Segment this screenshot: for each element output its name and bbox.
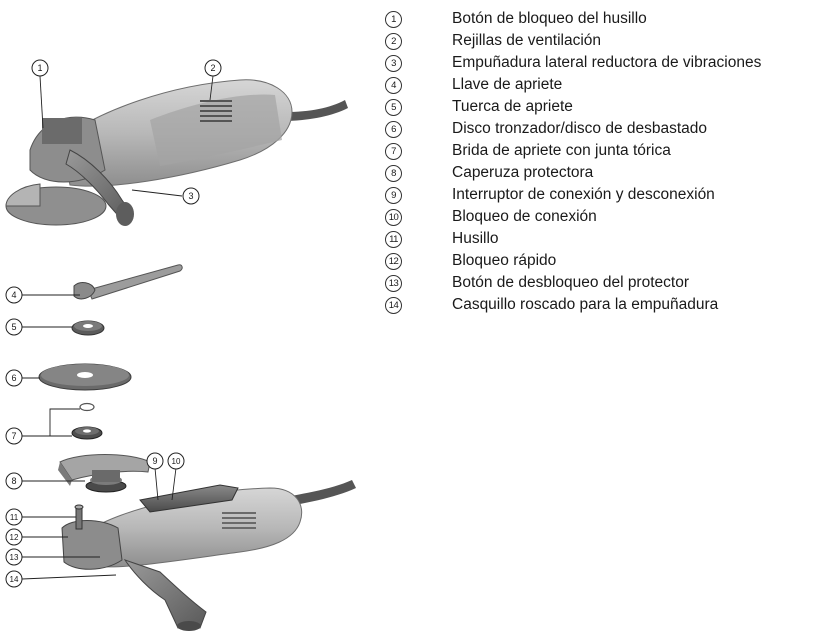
svg-text:14: 14 [10,575,19,584]
legend-label: Botón de desbloqueo del protector [452,274,689,291]
legend-number: 13 [385,275,402,292]
legend-label: Tuerca de apriete [452,98,573,115]
callout-6: 6 [5,369,23,387]
legend-label: Husillo [452,230,499,247]
legend-label: Brida de apriete con junta tórica [452,142,671,159]
callout-2: 2 [204,59,222,77]
callout-1: 1 [31,59,49,77]
legend-label: Llave de apriete [452,76,563,93]
legend-number: 4 [385,77,402,94]
grinding-disc-drawing [38,363,132,391]
protective-guard-drawing [58,454,151,493]
legend-number: 9 [385,187,402,204]
svg-text:5: 5 [11,322,16,332]
legend-number: 8 [385,165,402,182]
legend-label: Bloqueo de conexión [452,208,597,225]
legend-number: 12 [385,253,402,270]
svg-text:2: 2 [210,63,215,73]
legend-number: 7 [385,143,402,160]
svg-text:1: 1 [37,63,42,73]
legend-number: 1 [385,11,402,28]
legend-label: Casquillo roscado para la empuñadura [452,296,719,313]
top-grinder-drawing [5,79,348,226]
callout-12: 12 [5,528,23,546]
legend-label: Empuñadura lateral reductora de vibracio… [452,54,762,71]
bottom-grinder-drawing [61,480,356,631]
callout-10: 10 [167,452,185,470]
legend-number: 6 [385,121,402,138]
legend-number: 3 [385,55,402,72]
callout-13: 13 [5,548,23,566]
svg-text:11: 11 [10,513,19,522]
legend-number: 5 [385,99,402,116]
svg-text:13: 13 [10,553,19,562]
flange-drawing [71,402,103,440]
svg-text:9: 9 [152,456,157,466]
callout-leaders [21,75,214,580]
clamping-wrench-drawing [73,264,183,300]
callout-11: 11 [5,508,23,526]
legend-label: Botón de bloqueo del husillo [452,10,647,27]
clamping-nut-drawing [71,320,105,336]
callout-3: 3 [182,187,200,205]
legend-number: 14 [385,297,402,314]
callout-numbers: 1 2 3 4 5 6 7 8 9 10 11 12 13 14 [5,59,222,588]
svg-text:6: 6 [11,373,16,383]
legend-label: Bloqueo rápido [452,252,557,269]
callout-9: 9 [146,452,164,470]
legend-label: Rejillas de ventilación [452,32,602,49]
svg-text:4: 4 [11,290,16,300]
svg-text:3: 3 [188,191,193,201]
legend-label: Interruptor de conexión y desconexión [452,186,715,203]
legend-number: 11 [385,231,402,248]
callout-7: 7 [5,427,23,445]
callout-5: 5 [5,318,23,336]
svg-text:10: 10 [172,457,181,466]
svg-text:8: 8 [11,476,16,486]
svg-text:7: 7 [11,431,16,441]
legend-label: Disco tronzador/disco de desbastado [452,120,708,137]
legend-number: 2 [385,33,402,50]
legend-number: 10 [385,209,402,226]
legend-label: Caperuza protectora [452,164,594,181]
angle-grinder-exploded-illustration: 1 2 3 4 5 6 7 8 9 10 11 12 13 14 [5,59,356,631]
svg-text:12: 12 [10,533,19,542]
callout-14: 14 [5,570,23,588]
callout-8: 8 [5,472,23,490]
callout-4: 4 [5,286,23,304]
